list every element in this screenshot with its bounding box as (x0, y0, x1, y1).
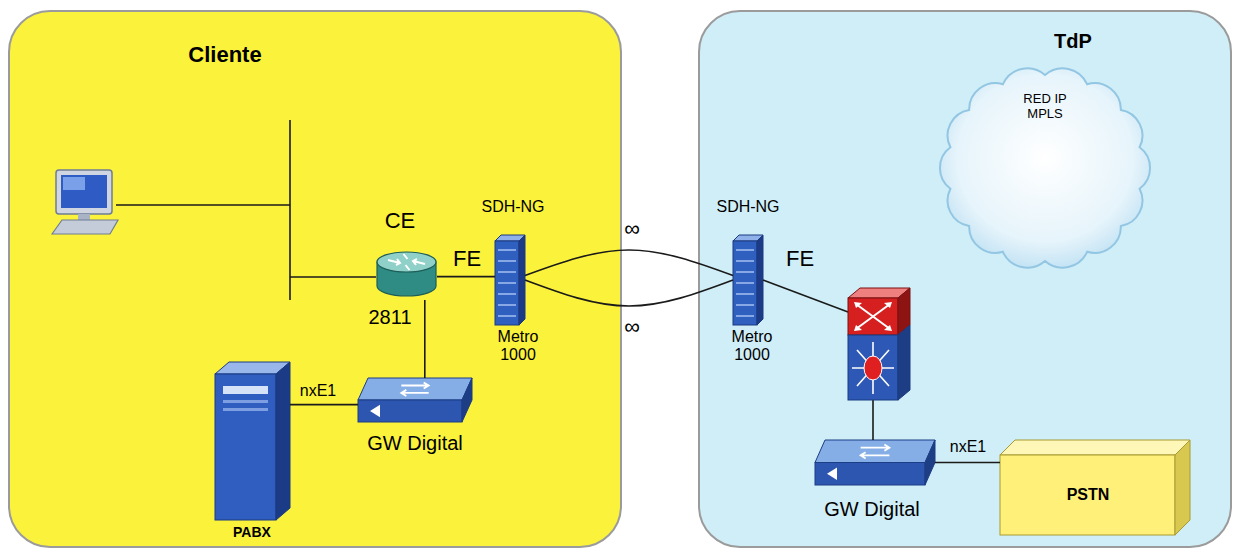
device-label: GW Digital (367, 432, 463, 455)
device-label: CE (385, 208, 416, 233)
sdh-node-icon: SDH-NGMetro 1000 (733, 235, 763, 325)
sdh-node-icon-shape (733, 235, 763, 325)
lan-wires (116, 120, 376, 300)
link-label: nxE1 (950, 438, 986, 456)
network-cloud: RED IP MPLS (935, 62, 1155, 274)
technology-label: SDH-NG (481, 198, 544, 216)
sdh-node-icon-shape (495, 235, 525, 325)
router-icon-shape (376, 248, 437, 300)
computer-icon (52, 170, 118, 234)
device-label: PABX (233, 524, 271, 540)
pe-switch-icon (848, 288, 910, 400)
device-label: GW Digital (824, 498, 920, 521)
link-label: FE (453, 246, 481, 271)
link-line (290, 404, 358, 406)
region-title: TdP (1054, 30, 1092, 53)
gateway-icon: GW Digital (815, 440, 935, 485)
pabx-icon-shape (215, 362, 290, 520)
technology-label: SDH-NG (716, 198, 779, 216)
link-line (935, 462, 1000, 464)
link-label: FE (786, 246, 814, 271)
device-label: Metro 1000 (493, 328, 543, 365)
provider-region: TdPSDH-NGMetro 1000RED IP MPLSGW Digital… (698, 10, 1232, 548)
link-label: ∞ (624, 216, 640, 241)
link-label: ∞ (624, 314, 640, 339)
region-title: Cliente (188, 42, 261, 67)
gateway-icon-shape (358, 378, 472, 422)
client-region: ClienteCE2811SDH-NGMetro 1000PABXGW Digi… (8, 10, 622, 548)
gateway-icon-shape (815, 440, 935, 485)
pabx-icon: PABX (215, 362, 290, 520)
gateway-icon: GW Digital (358, 378, 472, 422)
model-number: 2811 (369, 306, 412, 329)
sdh-node-icon: SDH-NGMetro 1000 (495, 235, 525, 325)
link-label: nxE1 (300, 382, 336, 400)
device-label: Metro 1000 (727, 328, 777, 365)
network-label: PSTN (1067, 486, 1110, 504)
router-icon: CE2811 (376, 248, 437, 300)
link-line (525, 250, 733, 276)
pstn-box: PSTN (1000, 440, 1190, 535)
link-line (525, 280, 733, 306)
link-line (424, 300, 426, 378)
network-label: RED IP MPLS (1014, 92, 1076, 122)
link-line (437, 276, 495, 278)
